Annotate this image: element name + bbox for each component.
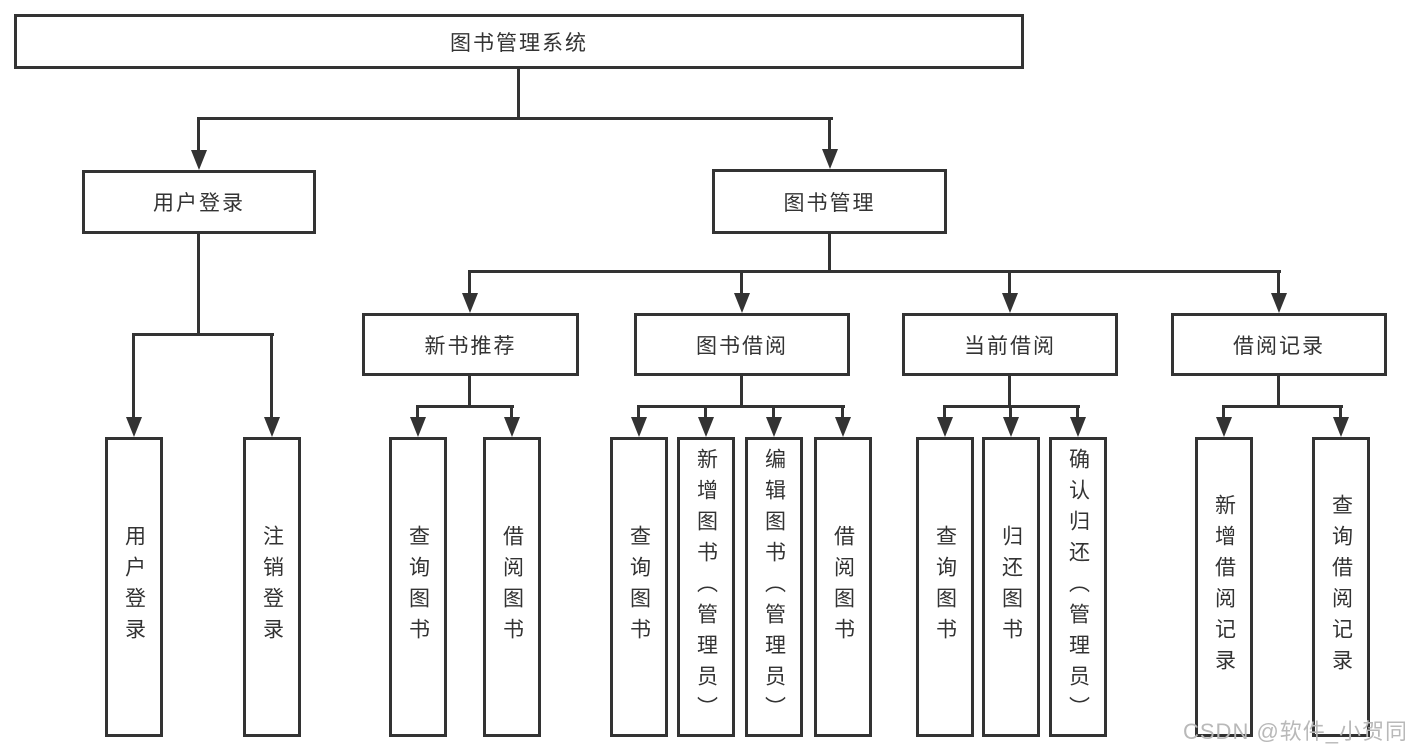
connector-line (197, 117, 833, 120)
node-new-book-recommend: 新书推荐 (362, 313, 579, 376)
connector-line (197, 117, 200, 152)
connector-line (416, 405, 514, 408)
node-label: 编辑图书（管理员） (762, 447, 786, 727)
connector-line (943, 405, 946, 419)
leaf-edit-book-admin: 编辑图书（管理员） (745, 437, 803, 737)
leaf-query-books-3: 查询图书 (916, 437, 974, 737)
arrow-down-icon (410, 417, 426, 437)
node-label: 用户登录 (153, 192, 245, 215)
arrow-down-icon (822, 149, 838, 169)
connector-line (841, 405, 844, 419)
node-label: 查询图书 (406, 525, 430, 649)
connector-line (740, 270, 743, 295)
leaf-return-book: 归还图书 (982, 437, 1040, 737)
node-root: 图书管理系统 (14, 14, 1024, 69)
node-label: 借阅图书 (500, 525, 524, 649)
connector-line (468, 270, 471, 295)
connector-line (740, 376, 743, 408)
connector-line (416, 405, 419, 419)
arrow-down-icon (462, 293, 478, 313)
node-user-login: 用户登录 (82, 170, 316, 234)
node-label: 新增图书（管理员） (694, 447, 718, 727)
node-label: 图书管理 (783, 191, 876, 215)
arrow-down-icon (1333, 417, 1349, 437)
node-label: 确认归还（管理员） (1066, 447, 1090, 727)
connector-line (1008, 376, 1011, 408)
node-label: 新增借阅记录 (1212, 494, 1236, 680)
connector-line (637, 405, 640, 419)
node-label: 图书借阅 (696, 334, 788, 358)
connector-line (1339, 405, 1342, 419)
node-label: 新书推荐 (424, 334, 517, 358)
arrow-down-icon (766, 417, 782, 437)
node-borrow-records: 借阅记录 (1171, 313, 1387, 376)
connector-line (1009, 405, 1012, 419)
arrow-down-icon (631, 417, 647, 437)
connector-line (704, 405, 707, 419)
node-label: 用户登录 (122, 525, 146, 649)
connector-line (1277, 376, 1280, 408)
arrow-down-icon (126, 417, 142, 437)
connector-line (1076, 405, 1079, 419)
leaf-query-borrow-record: 查询借阅记录 (1312, 437, 1370, 737)
arrow-down-icon (937, 417, 953, 437)
connector-line (828, 117, 831, 151)
connector-line (468, 376, 471, 408)
leaf-query-books-1: 查询图书 (389, 437, 447, 737)
connector-line (1008, 270, 1011, 295)
leaf-logout: 注销登录 (243, 437, 301, 737)
connector-line (197, 234, 200, 336)
connector-line (637, 405, 845, 408)
arrow-down-icon (1216, 417, 1232, 437)
leaf-borrow-books-2: 借阅图书 (814, 437, 872, 737)
connector-line (468, 270, 1281, 273)
arrow-down-icon (191, 150, 207, 170)
arrow-down-icon (1002, 293, 1018, 313)
connector-line (510, 405, 513, 419)
arrow-down-icon (698, 417, 714, 437)
arrow-down-icon (264, 417, 280, 437)
arrow-down-icon (1070, 417, 1086, 437)
arrow-down-icon (1003, 417, 1019, 437)
node-label: 查询图书 (933, 525, 957, 649)
connector-line (828, 234, 831, 273)
connector-line (1222, 405, 1343, 408)
arrow-down-icon (1271, 293, 1287, 313)
arrow-down-icon (835, 417, 851, 437)
arrow-down-icon (734, 293, 750, 313)
node-label: 查询借阅记录 (1329, 494, 1353, 680)
leaf-query-books-2: 查询图书 (610, 437, 668, 737)
node-label: 当前借阅 (964, 334, 1056, 358)
node-label: 图书管理系统 (450, 31, 588, 55)
node-label: 注销登录 (260, 525, 284, 649)
connector-line (772, 405, 775, 419)
node-book-management: 图书管理 (712, 169, 947, 234)
leaf-add-book-admin: 新增图书（管理员） (677, 437, 735, 737)
node-label: 借阅图书 (831, 525, 855, 649)
watermark-text: CSDN @软件_小贺同学 (1183, 719, 1405, 744)
connector-line (517, 69, 520, 120)
connector-line (1222, 405, 1225, 419)
leaf-borrow-books-1: 借阅图书 (483, 437, 541, 737)
node-book-borrow: 图书借阅 (634, 313, 850, 376)
connector-line (1277, 270, 1280, 295)
node-label: 归还图书 (999, 525, 1023, 649)
node-label: 借阅记录 (1233, 334, 1325, 358)
node-current-borrow: 当前借阅 (902, 313, 1118, 376)
leaf-user-login: 用户登录 (105, 437, 163, 737)
connector-line (132, 333, 135, 419)
connector-line (270, 333, 273, 419)
leaf-add-borrow-record: 新增借阅记录 (1195, 437, 1253, 737)
connector-line (132, 333, 274, 336)
node-label: 查询图书 (627, 525, 651, 649)
arrow-down-icon (504, 417, 520, 437)
leaf-confirm-return-admin: 确认归还（管理员） (1049, 437, 1107, 737)
